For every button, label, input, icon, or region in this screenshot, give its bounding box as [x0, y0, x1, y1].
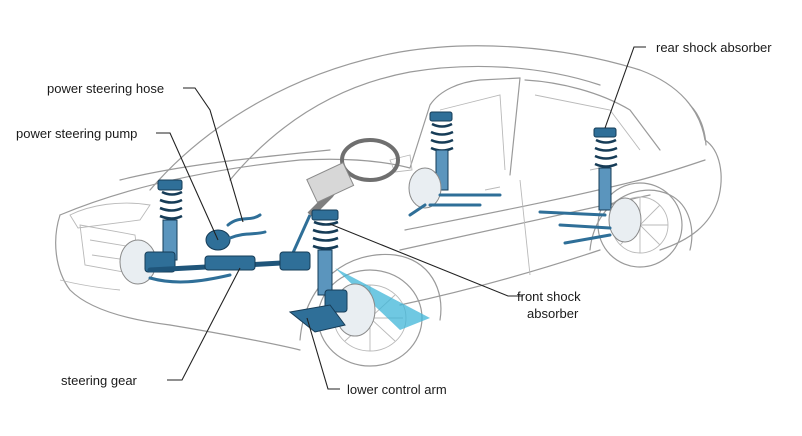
- label-steering-gear: steering gear: [61, 373, 137, 388]
- rear-left-strut: [408, 111, 502, 217]
- label-rear-shock-absorber: rear shock absorber: [656, 40, 772, 55]
- highlight-cone: [335, 268, 430, 330]
- label-power-steering-pump: power steering pump: [16, 126, 138, 141]
- label-lower-control-arm: lower control arm: [347, 382, 447, 397]
- label-front-shock-absorber-line2: absorber: [527, 306, 579, 321]
- steering-gear-rack: [147, 251, 311, 284]
- label-front-shock-absorber-line1: front shock: [517, 289, 581, 304]
- rear-right-strut: [538, 127, 642, 245]
- leader-lines: [156, 46, 646, 390]
- label-power-steering-hose: power steering hose: [47, 81, 165, 96]
- power-steering-hose: [226, 213, 262, 227]
- front-left-strut: [119, 179, 183, 285]
- lower-control-arm: [288, 304, 346, 333]
- steering-wheel: [290, 138, 400, 256]
